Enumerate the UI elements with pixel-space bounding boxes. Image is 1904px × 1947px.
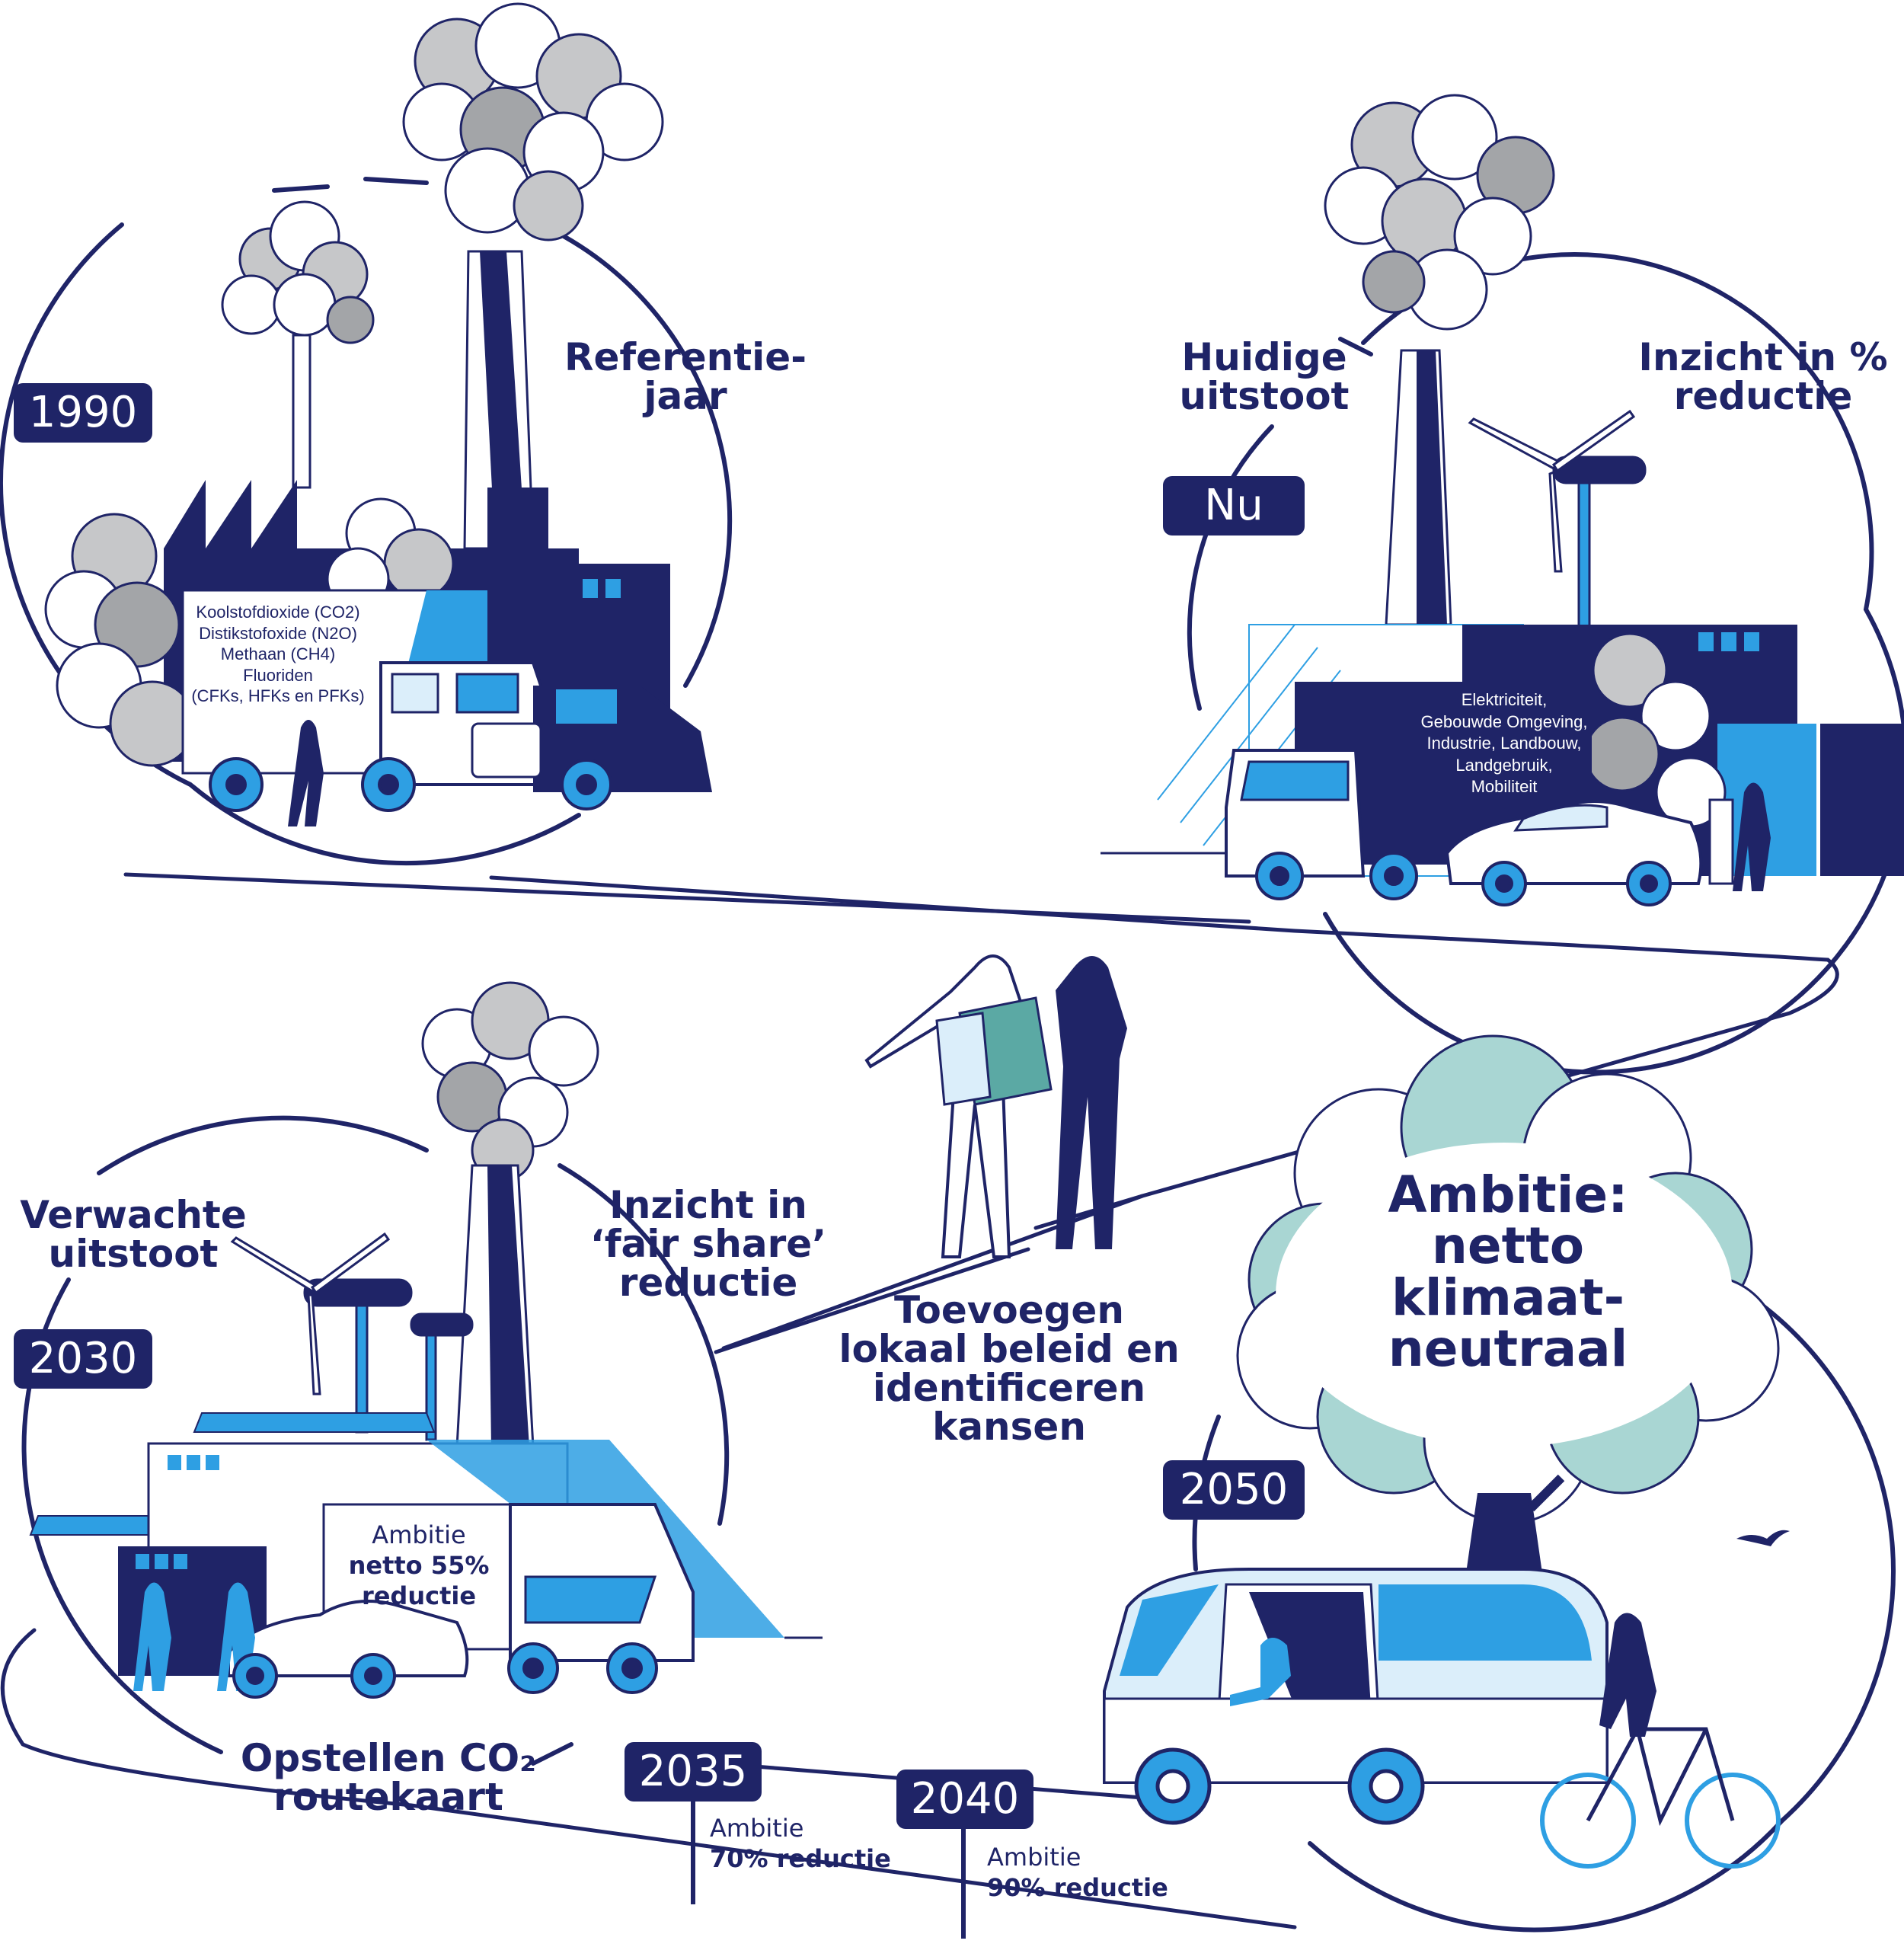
truck-line: (CFKs, HFKs en PFKs) — [191, 686, 365, 705]
truck-line: Gebouwde Omgeving, — [1420, 711, 1588, 731]
scene-now — [1101, 94, 1904, 906]
smoke-cloud-large — [402, 2, 664, 241]
smoke-cloud — [221, 200, 375, 344]
cyclist — [1540, 1727, 1781, 1869]
scene-2050 — [1103, 1034, 1790, 1869]
scene-1990 — [44, 2, 712, 826]
label-line: Opstellen CO₂ — [240, 1736, 537, 1780]
label-line: uitstoot — [1179, 374, 1350, 418]
signposts — [691, 1798, 966, 1939]
truck-text-gases: Koolstofdioxide (CO2) Distikstofoxide (N… — [183, 602, 373, 707]
label-line: Ambitie: — [1388, 1165, 1628, 1224]
label-line: routekaart — [273, 1775, 503, 1819]
ambition-line: 90% reductie — [987, 1873, 1168, 1902]
label-line: jaar — [644, 374, 727, 418]
truck-text-sectors: Elektriciteit, Gebouwde Omgeving, Indust… — [1401, 689, 1607, 798]
label-line: Inzicht in — [609, 1183, 807, 1227]
label-line: Huidige — [1181, 335, 1347, 379]
truck-line: Koolstofdioxide (CO2) — [196, 603, 360, 622]
scene-2030 — [29, 981, 823, 1699]
label-line: reductie — [1673, 374, 1853, 418]
ambition-line: Ambitie — [710, 1814, 804, 1843]
tree-crown — [1236, 1034, 1780, 1525]
label-line: klimaat- — [1391, 1268, 1624, 1327]
truck-line: Distikstofoxide (N2O) — [199, 623, 357, 643]
label-inzicht-procent: Inzicht in % reductie — [1626, 338, 1900, 416]
label-co2-routekaart: Opstellen CO₂ routekaart — [221, 1739, 556, 1817]
wind-turbine — [1468, 409, 1647, 641]
label-toevoegen-beleid: Toevoegen lokaal beleid en identificeren… — [823, 1291, 1196, 1447]
label-line: ‘fair share’ — [589, 1222, 827, 1266]
year-tag-2035: 2035 — [625, 1742, 762, 1802]
ambition-line: Ambitie — [987, 1843, 1081, 1872]
label-line: Inzicht in % — [1638, 335, 1888, 379]
label-huidige-uitstoot: Huidige uitstoot — [1142, 338, 1386, 416]
year-tag-2050: 2050 — [1163, 1460, 1305, 1520]
truck-line: Methaan (CH4) — [220, 644, 336, 663]
two-people-with-map — [864, 954, 1127, 1258]
truck-text-ambitie-55: Ambitie netto 55% reductie — [335, 1520, 503, 1611]
wind-turbine — [230, 1232, 474, 1441]
truck-line: netto 55% — [348, 1551, 490, 1580]
smoke-cloud — [1324, 94, 1555, 331]
label-line: kansen — [932, 1405, 1086, 1449]
truck-line: Ambitie — [372, 1520, 466, 1549]
truck-line: Mobiliteit — [1471, 777, 1538, 797]
year-tag-2030: 2030 — [14, 1329, 152, 1389]
label-verwachte-uitstoot: Verwachte uitstoot — [8, 1196, 259, 1274]
label-line: netto — [1431, 1216, 1585, 1276]
label-line: identificeren — [872, 1366, 1146, 1410]
wheels — [209, 757, 612, 812]
smoke-cloud — [421, 981, 599, 1182]
label-line: neutraal — [1388, 1319, 1628, 1378]
truck-line: Elektriciteit, — [1461, 690, 1548, 709]
label-referentiejaar: Referentie- jaar — [533, 338, 838, 416]
label-line: Toevoegen — [894, 1288, 1124, 1332]
year-tag-1990: 1990 — [14, 383, 152, 443]
truck-line: reductie — [361, 1581, 477, 1610]
label-line: uitstoot — [48, 1232, 219, 1276]
year-tag-nu: Nu — [1163, 476, 1305, 536]
ambition-line: 70% reductie — [710, 1844, 891, 1873]
year-tag-2040: 2040 — [896, 1770, 1033, 1829]
ambition-2035: Ambitie 70% reductie — [710, 1813, 923, 1874]
label-line: Verwachte — [20, 1193, 247, 1237]
label-fair-share: Inzicht in ‘fair share’ reductie — [586, 1186, 830, 1303]
ambition-2040: Ambitie 90% reductie — [987, 1842, 1200, 1903]
label-line: Referentie- — [564, 335, 807, 379]
label-line: reductie — [618, 1261, 798, 1305]
truck-line: Industrie, Landbouw, — [1426, 734, 1582, 753]
label-line: lokaal beleid en — [839, 1327, 1180, 1371]
label-ambitie-klimaatneutraal: Ambitie: netto klimaat- neutraal — [1348, 1165, 1668, 1378]
truck-line: Fluoriden — [243, 665, 313, 685]
truck-line: Landgebruik, — [1455, 755, 1553, 775]
